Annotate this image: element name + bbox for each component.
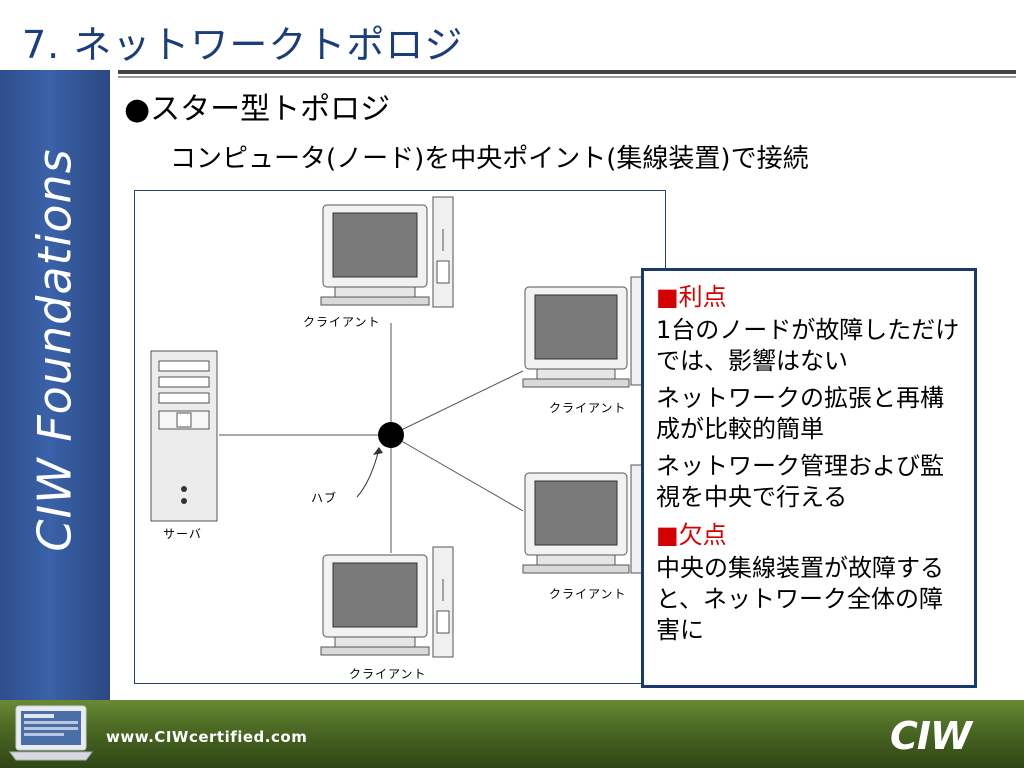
title-divider-shadow <box>118 76 1016 78</box>
label-client-bottom: クライアント <box>349 667 427 681</box>
client-top-computer <box>320 196 454 308</box>
advantages-heading: ■利点 <box>656 283 727 311</box>
ciw-logo: CIW <box>890 714 972 758</box>
link-right-upper <box>390 370 524 436</box>
advantage-item: ネットワークの拡張と再構成が比較的簡単 <box>656 384 944 443</box>
sidebar-brand-text: CIW Foundations <box>28 148 83 552</box>
label-server: サーバ <box>163 527 202 541</box>
laptop-thumbnail-icon <box>9 705 93 761</box>
subheading: コンピュータ(ノード)を中央ポイント(集線装置)で接続 <box>170 144 809 174</box>
advantage-item: ネットワーク管理および監視を中央で行える <box>656 452 944 511</box>
disadvantage-item: 中央の集線装置が故障すると、ネットワーク全体の障害に <box>656 554 944 644</box>
bullet-heading: ●スター型トポロジ <box>124 92 391 127</box>
pros-cons-callout: ■利点 1台のノードが故障しただけでは、影響はない ネットワークの拡張と再構成が… <box>641 268 977 688</box>
label-client-top: クライアント <box>303 315 381 329</box>
sidebar-brand: CIW Foundations <box>0 70 110 630</box>
client-right-upper-computer <box>522 276 646 388</box>
connection-lines <box>219 323 524 553</box>
slide-title: 7. ネットワークトポロジ <box>22 23 464 67</box>
star-topology-diagram: クライアント クライアント クライアント クライアント サーバ ハブ <box>134 190 666 684</box>
disadvantages-heading: ■欠点 <box>656 521 727 549</box>
label-client-right-upper: クライアント <box>549 401 627 415</box>
sidebar-band <box>0 70 110 700</box>
client-right-lower-computer <box>522 464 646 574</box>
hub-pointer-arrowhead <box>373 447 383 455</box>
diagram-drawing <box>150 196 646 658</box>
title-divider <box>118 70 1016 74</box>
client-bottom-computer <box>320 546 454 658</box>
hub-pointer <box>356 448 380 498</box>
footer-band <box>0 700 1024 768</box>
footer-url[interactable]: www.CIWcertified.com <box>106 728 308 746</box>
label-client-right-lower: クライアント <box>549 587 627 601</box>
server-tower <box>150 350 218 522</box>
advantage-item: 1台のノードが故障しただけでは、影響はない <box>656 316 960 375</box>
link-right-lower <box>390 434 524 512</box>
hub-node <box>378 422 404 448</box>
label-hub: ハブ <box>311 491 338 505</box>
